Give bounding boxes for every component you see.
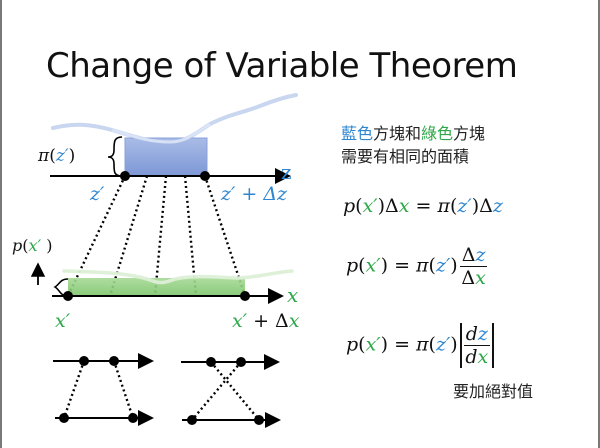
blue-area-box [124, 137, 208, 177]
area-note-line2: 需要有相同的面積 [341, 147, 470, 166]
p-x-label: p(x′ ) [12, 236, 53, 255]
z-axis-label: z [281, 160, 292, 184]
x-prime-plus-dx-label: x′ + Δx [232, 310, 300, 332]
monotonic-increasing-diagram [53, 353, 154, 426]
absolute-value-note: 要加絕對值 [453, 382, 534, 401]
z-prime-plus-dz-label: z′ + Δz [221, 183, 288, 205]
z-prime-label: z′ [90, 183, 105, 205]
pi-density-curve [51, 93, 298, 145]
monotonic-decreasing-diagram [181, 354, 281, 428]
equation-1: p(x′)Δx = π(z′)Δz [343, 195, 503, 217]
slide-title: Change of Variable Theorem [46, 46, 518, 86]
p-density-curve [62, 269, 294, 285]
x-prime-label: x′ [55, 310, 71, 332]
green-area-box [68, 278, 245, 296]
pi-z-label: π(z′) [38, 146, 76, 166]
area-note-line1: 藍色方塊和綠色方塊 [341, 124, 486, 143]
brace-icon [107, 136, 123, 177]
x-axis-label: x [287, 283, 299, 307]
